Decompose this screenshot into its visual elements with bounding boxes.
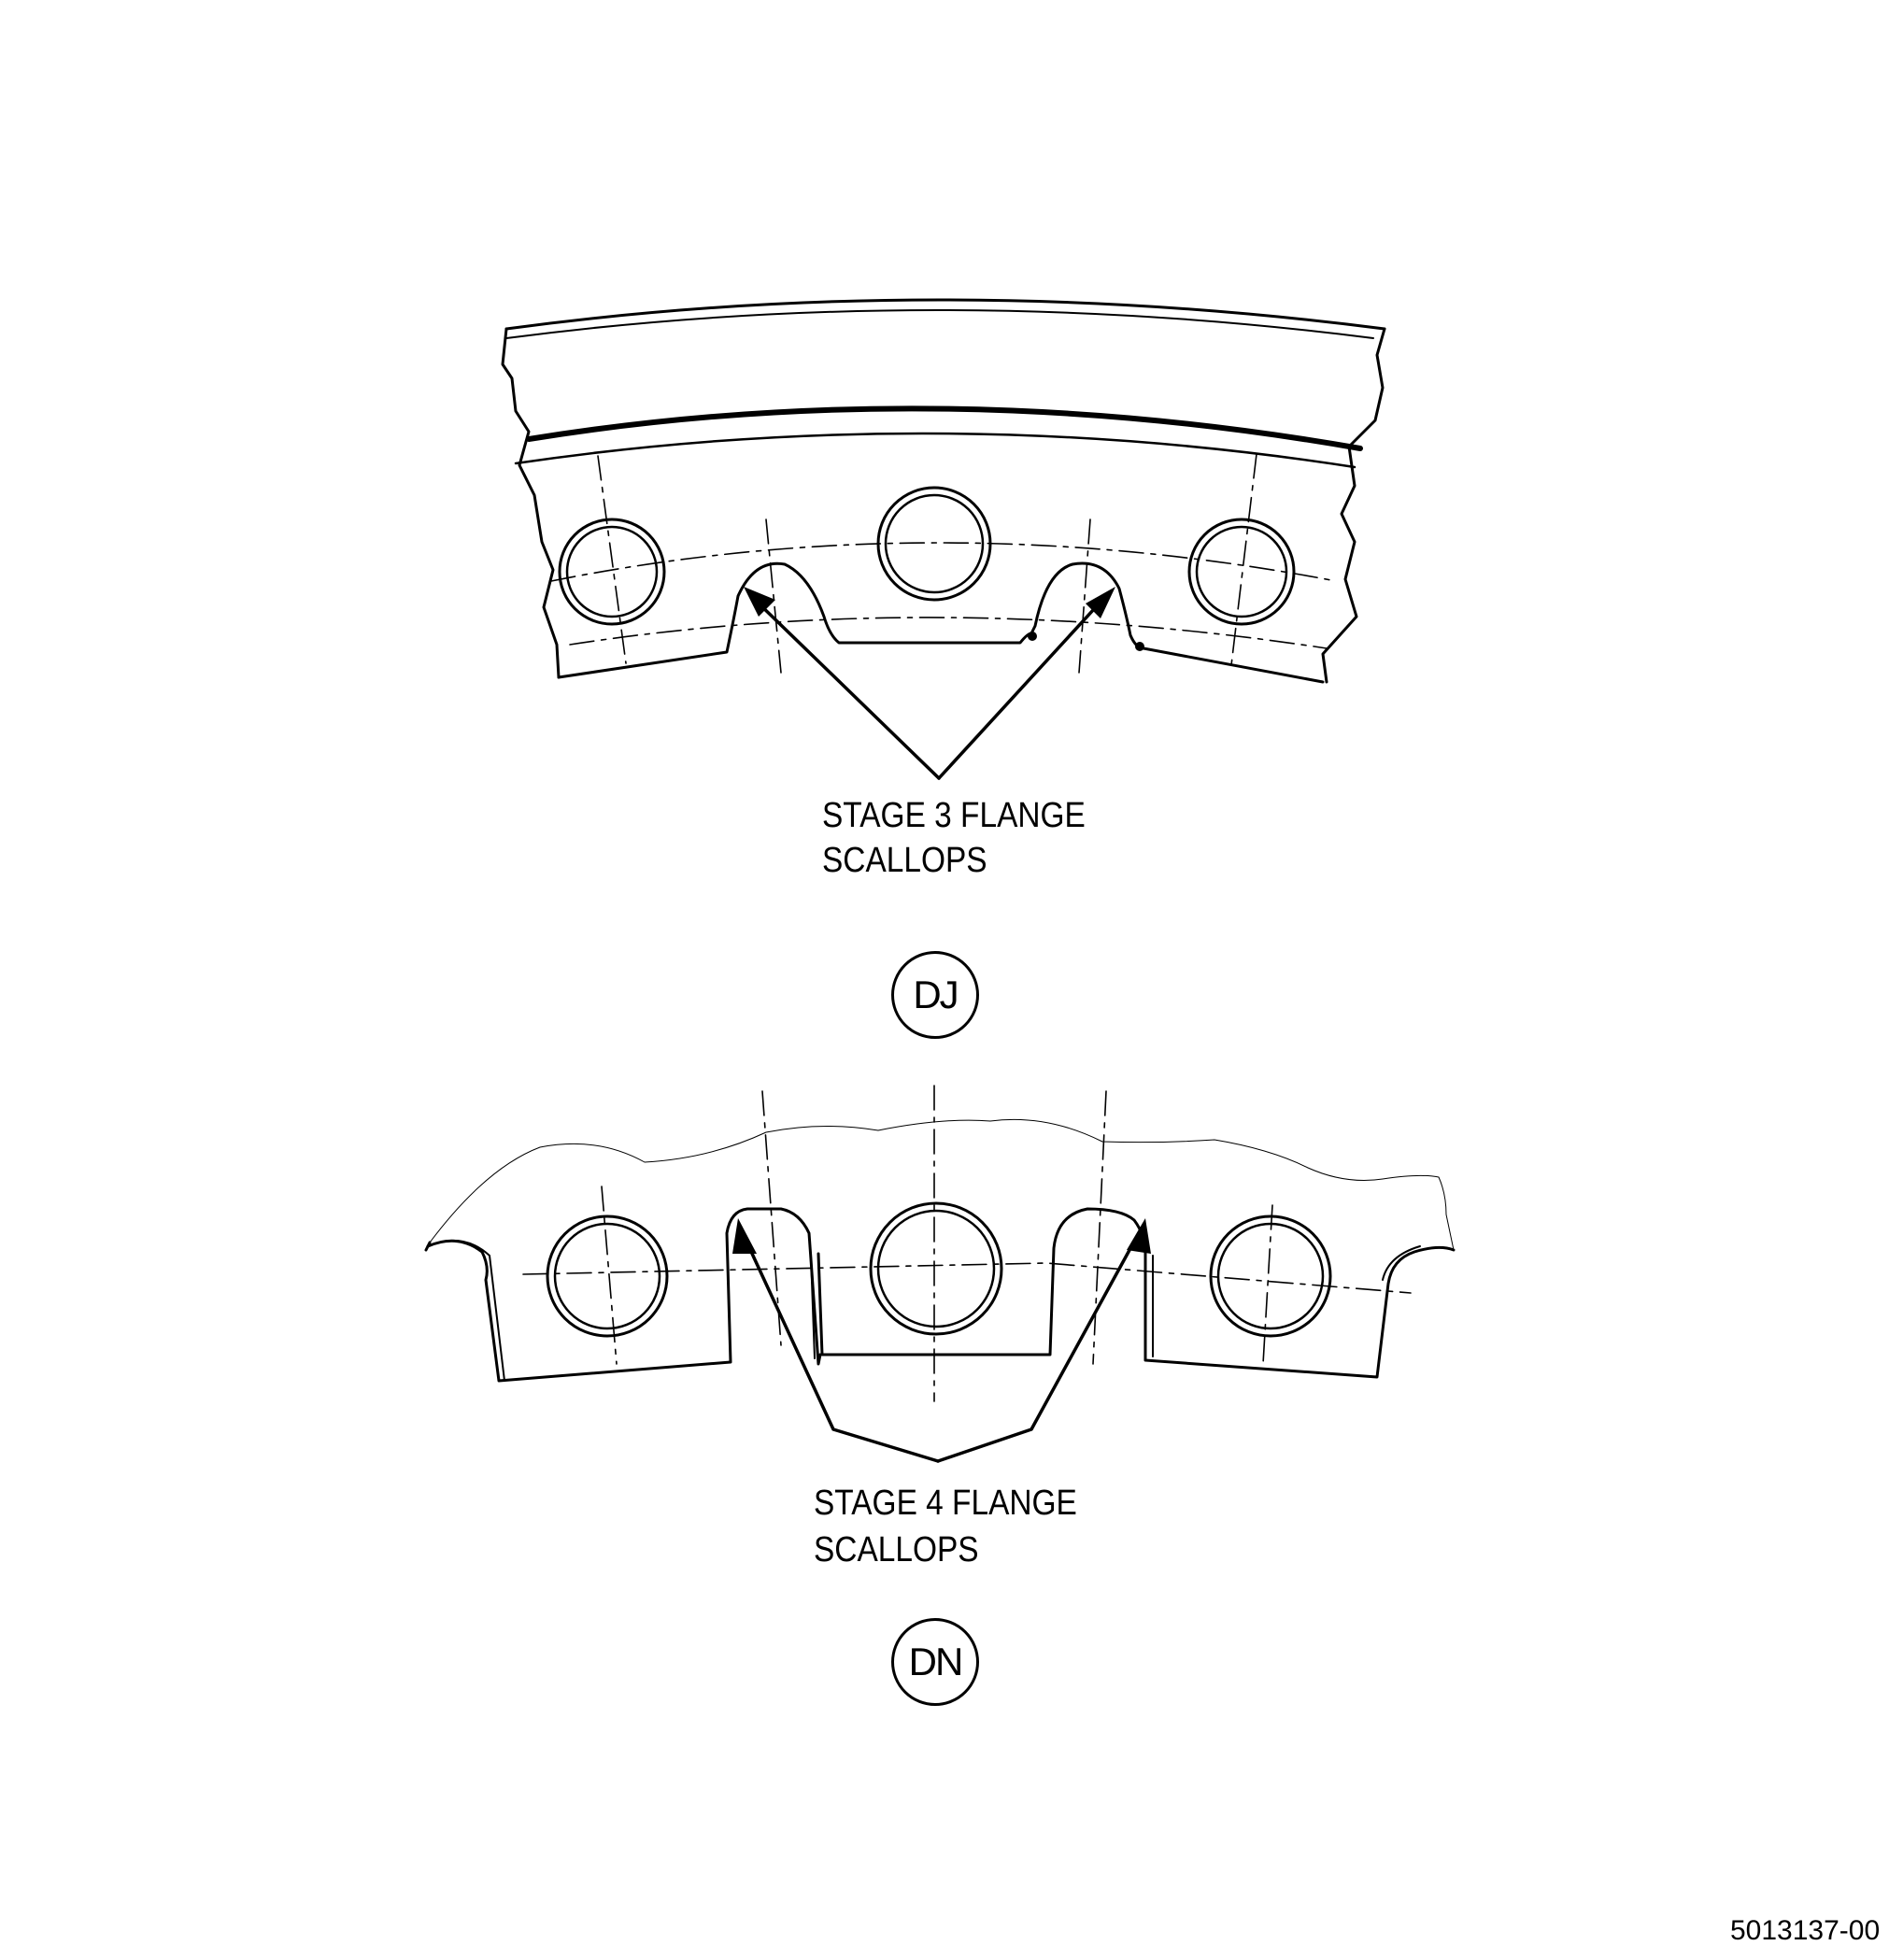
- dn-arrowhead-left: [732, 1218, 757, 1254]
- stage-4-callout-line1: STAGE 4 FLANGE: [814, 1484, 1077, 1523]
- dj-left-break: [501, 327, 561, 679]
- dn-arrowhead-right: [1127, 1218, 1151, 1254]
- stage-3-callout-line1: STAGE 3 FLANGE: [822, 796, 1086, 835]
- stage-3-callout-line2: SCALLOPS: [822, 841, 987, 880]
- dj-bolt-hole-right: [1187, 518, 1296, 626]
- dj-bolt-hole-left: [558, 518, 666, 626]
- dn-leader-lines: [740, 1229, 1142, 1463]
- stage-4-callout-line2: SCALLOPS: [814, 1530, 979, 1569]
- dj-ring-band: [526, 405, 1363, 451]
- dn-bolt-hole-left: [546, 1214, 669, 1338]
- dj-bolt-hole-center: [876, 486, 992, 602]
- dn-right-lobe: [1143, 1245, 1456, 1379]
- dn-bolt-hole-center: [869, 1201, 1003, 1336]
- dj-right-break: [1321, 327, 1386, 684]
- view-id-dn: DN: [891, 1618, 979, 1706]
- dj-flange-edge: [557, 561, 1325, 684]
- view-dn-flange-drawing: [424, 1085, 1456, 1463]
- dj-ring-outer-edge: [504, 298, 1386, 331]
- dn-left-lobe: [426, 1207, 822, 1383]
- view-id-dj: DJ: [891, 951, 979, 1039]
- dn-top-break: [429, 1118, 1455, 1251]
- dn-centerlines: [522, 1085, 1412, 1402]
- figure-number: 5013137-00: [1730, 1915, 1881, 1946]
- dj-centerlines: [550, 453, 1337, 674]
- dj-arrowhead-right: [1086, 587, 1115, 618]
- dn-bolt-hole-right: [1209, 1214, 1332, 1338]
- dj-leader-lines: [751, 596, 1106, 780]
- dj-ring-band-lower: [514, 432, 1356, 469]
- dj-ring-outer-edge-inner: [505, 309, 1374, 339]
- dj-arrowhead-left: [744, 587, 775, 617]
- view-dj-flange-drawing: [501, 298, 1386, 780]
